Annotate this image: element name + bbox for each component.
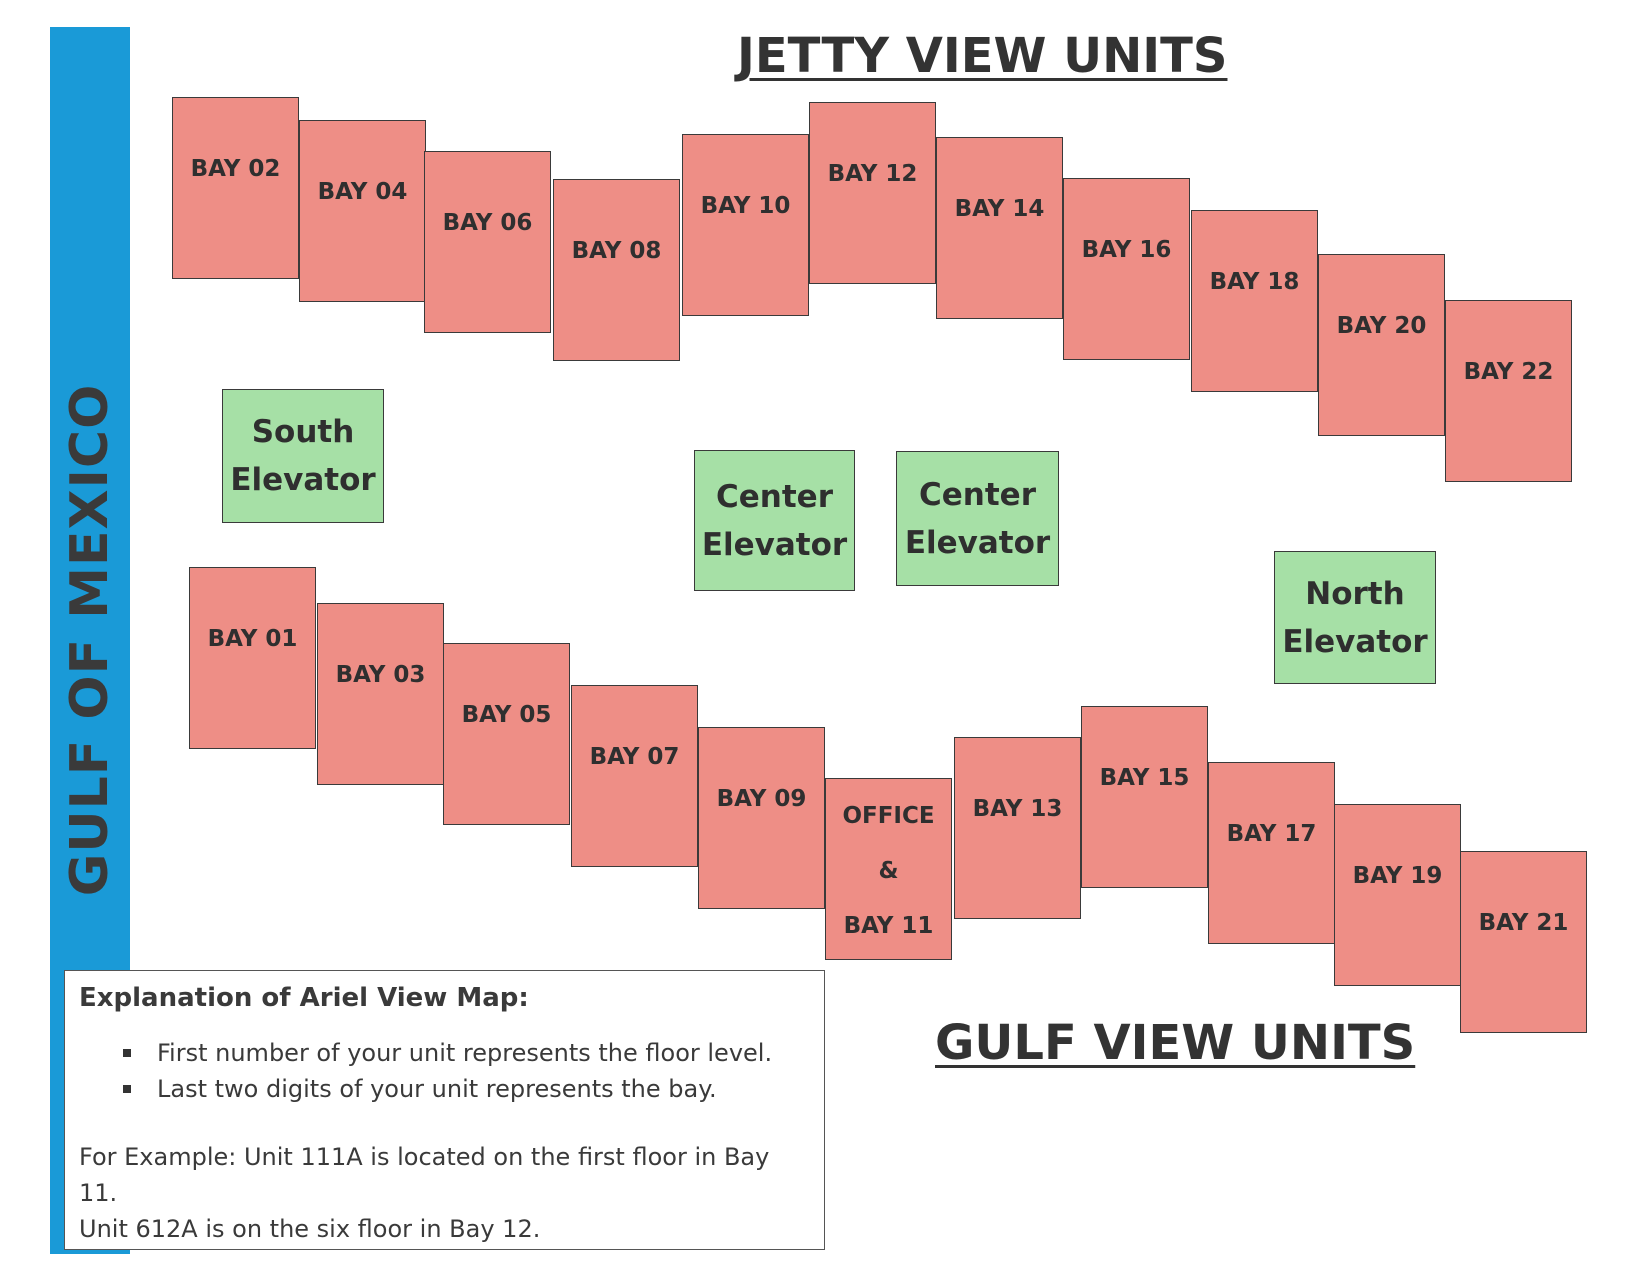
elevator-label-line2: Elevator xyxy=(230,462,376,498)
explanation-bullets: First number of your unit represents the… xyxy=(79,1035,810,1107)
unit-bay-21: BAY 21 xyxy=(1460,851,1587,1033)
unit-label: BAY 08 xyxy=(571,238,662,264)
unit-label: BAY 13 xyxy=(972,796,1063,822)
example-line: For Example: Unit 111A is located on the… xyxy=(79,1143,770,1207)
unit-bay-17: BAY 17 xyxy=(1208,762,1335,944)
unit-label: BAY 15 xyxy=(1099,765,1190,791)
unit-bay-01: BAY 01 xyxy=(189,567,316,749)
unit-bay-03: BAY 03 xyxy=(317,603,444,785)
square-bullet-icon xyxy=(123,1085,131,1093)
unit-label: BAY 12 xyxy=(827,161,918,187)
unit-label: BAY 16 xyxy=(1081,237,1172,263)
unit-office-bay-11: OFFICE & BAY 11 xyxy=(825,778,952,960)
unit-bay-07: BAY 07 xyxy=(571,685,698,867)
unit-label: BAY 07 xyxy=(589,744,680,770)
elevator-label-line2: Elevator xyxy=(701,526,848,563)
unit-label: BAY 03 xyxy=(335,662,426,688)
unit-bay-06: BAY 06 xyxy=(424,151,551,333)
example-line: Unit 612A is on the six floor in Bay 12. xyxy=(79,1215,541,1243)
elevator-north: North Elevator xyxy=(1274,551,1436,684)
elevator-label-line1: South xyxy=(251,414,355,450)
unit-bay-04: BAY 04 xyxy=(299,120,426,302)
unit-label: BAY 11 xyxy=(843,913,934,939)
unit-bay-08: BAY 08 xyxy=(553,179,680,361)
unit-bay-02: BAY 02 xyxy=(172,97,299,279)
unit-bay-18: BAY 18 xyxy=(1191,210,1318,392)
unit-label: BAY 04 xyxy=(317,179,408,205)
elevator-south: South Elevator xyxy=(222,389,384,523)
unit-bay-09: BAY 09 xyxy=(698,727,825,909)
unit-label: BAY 22 xyxy=(1463,359,1554,385)
elevator-label-line1: North xyxy=(1305,575,1405,612)
bullet-text: First number of your unit represents the… xyxy=(157,1039,773,1067)
unit-bay-10: BAY 10 xyxy=(682,134,809,316)
explanation-bullet: First number of your unit represents the… xyxy=(123,1035,810,1071)
elevator-label-line2: Elevator xyxy=(1282,623,1428,660)
unit-bay-20: BAY 20 xyxy=(1318,254,1445,436)
unit-bay-22: BAY 22 xyxy=(1445,300,1572,482)
unit-label: BAY 20 xyxy=(1336,313,1427,339)
elevator-center-2: Center Elevator xyxy=(896,451,1059,586)
unit-bay-16: BAY 16 xyxy=(1063,178,1190,360)
unit-label: BAY 06 xyxy=(442,210,533,236)
unit-bay-13: BAY 13 xyxy=(954,737,1081,919)
elevator-label-line2: Elevator xyxy=(904,524,1051,561)
unit-bay-19: BAY 19 xyxy=(1334,804,1461,986)
unit-label-ampersand: & xyxy=(878,858,899,884)
unit-bay-14: BAY 14 xyxy=(936,137,1063,319)
unit-label: BAY 10 xyxy=(700,193,791,219)
unit-label: BAY 02 xyxy=(190,156,281,182)
square-bullet-icon xyxy=(123,1049,131,1057)
jetty-view-title: JETTY VIEW UNITS xyxy=(737,28,1228,84)
unit-label: BAY 14 xyxy=(954,196,1045,222)
unit-bay-15: BAY 15 xyxy=(1081,706,1208,888)
unit-label: BAY 09 xyxy=(716,786,807,812)
gulf-view-title: GULF VIEW UNITS xyxy=(935,1015,1416,1071)
elevator-label-line1: Center xyxy=(919,476,1036,513)
explanation-bullet: Last two digits of your unit represents … xyxy=(123,1071,810,1107)
unit-label: BAY 18 xyxy=(1209,269,1300,295)
unit-label: BAY 19 xyxy=(1352,863,1443,889)
unit-bay-05: BAY 05 xyxy=(443,643,570,825)
unit-label: BAY 01 xyxy=(207,626,298,652)
gulf-of-mexico-label: GULF OF MEXICO xyxy=(60,383,120,897)
explanation-box: Explanation of Ariel View Map: First num… xyxy=(64,970,825,1250)
elevator-label-line1: Center xyxy=(716,478,833,515)
unit-label: BAY 21 xyxy=(1478,910,1569,936)
explanation-title: Explanation of Ariel View Map: xyxy=(79,983,529,1013)
bullet-text: Last two digits of your unit represents … xyxy=(157,1075,717,1103)
unit-label: OFFICE xyxy=(842,803,935,829)
unit-label: BAY 05 xyxy=(461,702,552,728)
unit-bay-12: BAY 12 xyxy=(809,102,936,284)
unit-label: BAY 17 xyxy=(1226,821,1317,847)
elevator-center-1: Center Elevator xyxy=(694,450,855,591)
